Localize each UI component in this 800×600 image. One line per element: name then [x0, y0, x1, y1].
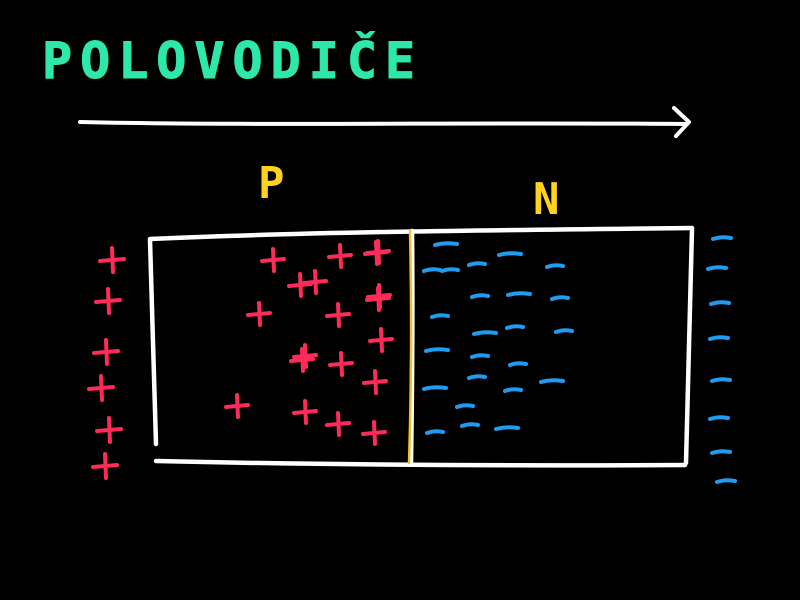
external-negative-charge	[711, 235, 733, 241]
negative-charge	[494, 425, 520, 431]
negative-charge	[440, 267, 460, 273]
negative-charge	[467, 261, 487, 267]
external-positive-charge	[87, 374, 115, 402]
negative-charge	[430, 313, 450, 319]
negative-charge	[460, 422, 480, 428]
positive-charge	[292, 343, 318, 369]
external-negative-charge	[708, 415, 730, 421]
diagram-title: POLOVODIČE	[42, 31, 423, 90]
external-negative-charge	[715, 478, 737, 484]
negative-charge	[467, 374, 487, 380]
positive-charge	[328, 351, 354, 377]
negative-charge	[472, 330, 498, 336]
negative-charge	[424, 347, 450, 353]
p-region-charges	[224, 239, 394, 446]
external-positive-charge	[98, 246, 126, 274]
external-positive-charge	[91, 452, 119, 480]
negative-charge	[539, 378, 565, 384]
negative-charge	[505, 324, 525, 330]
n-region-charges	[422, 241, 574, 435]
negative-charge	[550, 295, 570, 301]
positive-charge	[365, 239, 391, 265]
positive-charge	[246, 301, 272, 327]
direction-arrow	[78, 106, 691, 138]
negative-charge	[506, 291, 532, 297]
positive-charge	[260, 247, 286, 273]
positive-charge	[368, 327, 394, 353]
p-region-label: P	[258, 158, 285, 209]
positive-charge	[289, 347, 315, 373]
negative-charge	[470, 353, 490, 359]
right-external-charges	[706, 235, 737, 484]
external-positive-charge	[94, 287, 122, 315]
positive-charge	[325, 302, 351, 328]
external-negative-charge	[710, 449, 732, 455]
negative-charge	[425, 429, 445, 435]
semiconductor-box	[147, 225, 695, 468]
positive-charge	[325, 411, 351, 437]
positive-charge	[362, 369, 388, 395]
positive-charge	[224, 393, 250, 419]
external-negative-charge	[710, 377, 732, 383]
negative-charge	[470, 293, 490, 299]
negative-charge	[422, 267, 442, 273]
positive-charge	[287, 272, 313, 298]
negative-charge	[497, 251, 523, 257]
external-positive-charge	[92, 338, 120, 366]
positive-charge	[365, 286, 391, 312]
external-positive-charge	[95, 416, 123, 444]
external-negative-charge	[706, 265, 728, 271]
external-negative-charge	[708, 335, 730, 341]
negative-charge	[545, 263, 565, 269]
positive-charge	[327, 243, 353, 269]
negative-charge	[433, 241, 459, 247]
negative-charge	[422, 385, 448, 391]
negative-charge	[508, 361, 528, 367]
n-region-label: N	[533, 174, 560, 225]
positive-charge	[361, 420, 387, 446]
external-negative-charge	[709, 300, 731, 306]
pn-junction-line	[407, 229, 413, 465]
negative-charge	[455, 403, 475, 409]
left-external-charges	[87, 246, 126, 480]
positive-charge	[292, 399, 318, 425]
negative-charge	[554, 328, 574, 334]
negative-charge	[503, 387, 523, 393]
